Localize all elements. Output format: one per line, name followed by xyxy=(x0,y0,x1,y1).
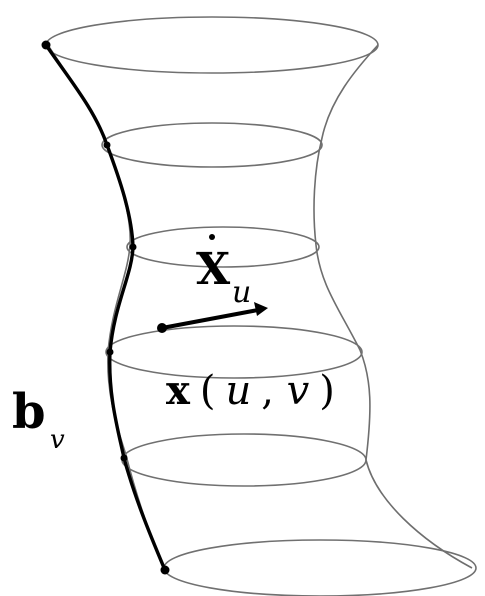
vector-arrowhead xyxy=(254,302,268,316)
label-point-x-uv: x ( u , v ) xyxy=(166,367,335,414)
label-arg-v: v xyxy=(287,368,310,414)
xu-dot-accent xyxy=(209,234,215,240)
ring-top xyxy=(45,16,379,74)
ring-3 xyxy=(126,226,320,268)
curve-point-2 xyxy=(103,141,111,149)
curve-point-5 xyxy=(120,454,128,462)
label-bv: b xyxy=(12,384,46,440)
label-xu-subscript: u xyxy=(232,275,251,310)
ring-4 xyxy=(105,325,363,379)
ring-5 xyxy=(121,433,367,487)
label-paren-close: ) xyxy=(319,368,335,414)
label-arg-u: u xyxy=(225,368,251,414)
surface-right-outline xyxy=(313,44,473,569)
curve-b-v xyxy=(44,43,167,572)
curve-point-1 xyxy=(41,40,51,50)
curve-point-3 xyxy=(129,243,137,251)
curve-point-6 xyxy=(160,565,170,575)
label-paren-open: ( xyxy=(200,368,216,414)
label-point-x: x xyxy=(166,367,191,414)
ring-2 xyxy=(101,122,323,168)
tangent-vector-xu xyxy=(160,308,260,330)
label-arg-sep: , xyxy=(261,368,286,414)
surface-left-outline xyxy=(47,44,164,569)
vector-base-point xyxy=(157,323,167,333)
label-bv-subscript: v xyxy=(50,425,65,455)
curve-point-4 xyxy=(106,348,114,356)
label-xu: X xyxy=(196,244,231,295)
ring-bottom xyxy=(163,539,477,596)
